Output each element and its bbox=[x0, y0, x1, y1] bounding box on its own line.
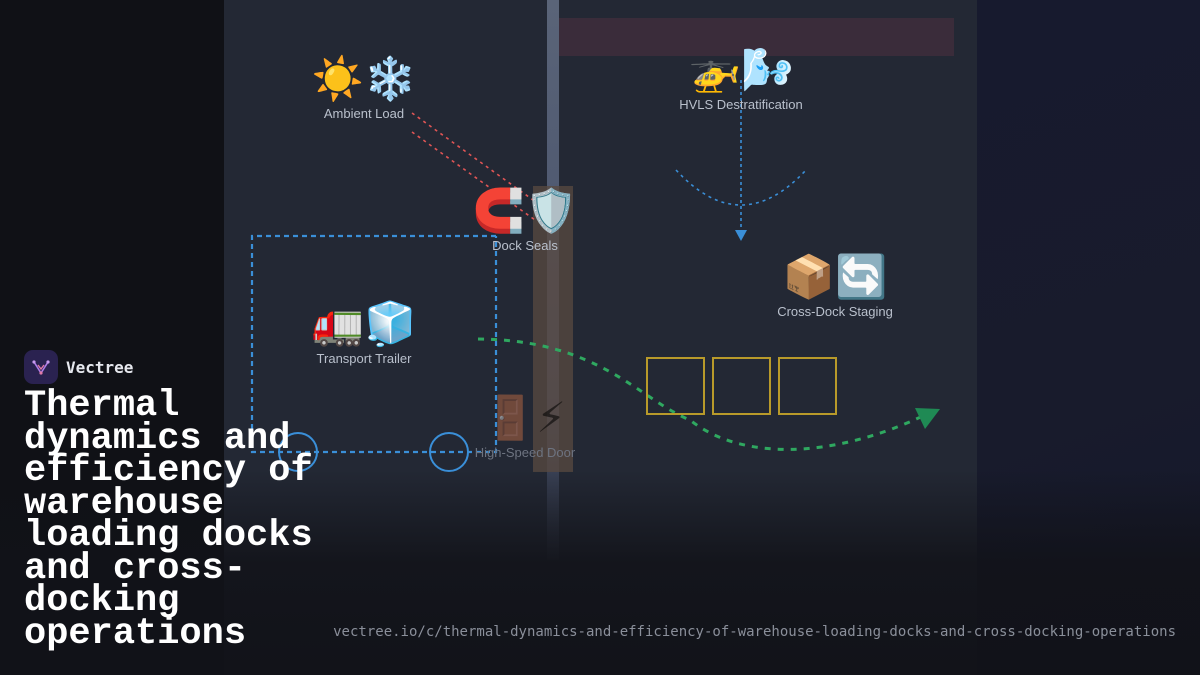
node-label: Cross-Dock Staging bbox=[777, 304, 893, 319]
page-title: Thermal dynamics and efficiency of wareh… bbox=[24, 385, 313, 655]
node-high-speed-door: 🚪⚡ High-Speed Door bbox=[475, 393, 575, 460]
dock-door-strip bbox=[533, 186, 573, 472]
door-lightning-icon: 🚪⚡ bbox=[484, 393, 566, 442]
node-label: HVLS Destratification bbox=[679, 97, 803, 112]
node-hvls: 🚁🌬️ HVLS Destratification bbox=[679, 45, 803, 112]
helicopter-wind-icon: 🚁🌬️ bbox=[688, 45, 794, 94]
staging-bay-1 bbox=[646, 357, 705, 415]
hvls-airflow-curve bbox=[675, 169, 807, 206]
staging-bay-3 bbox=[778, 357, 837, 415]
ceiling-band bbox=[559, 18, 954, 56]
node-transport-trailer: 🚛🧊 Transport Trailer bbox=[312, 299, 417, 366]
brand: Vectree bbox=[24, 350, 133, 384]
goods-flow-arrowhead bbox=[915, 408, 940, 429]
node-label: High-Speed Door bbox=[474, 445, 576, 460]
node-label: Ambient Load bbox=[323, 106, 405, 121]
brand-name: Vectree bbox=[66, 357, 134, 377]
logo-mark-icon bbox=[32, 360, 50, 375]
trailer-airflow-loop bbox=[250, 234, 498, 454]
bottom-gradient bbox=[0, 470, 1200, 675]
sun-snowflake-icon: ☀️❄️ bbox=[311, 54, 417, 103]
staging-bay-2 bbox=[712, 357, 771, 415]
node-label: Dock Seals bbox=[492, 238, 558, 253]
vectree-logo-icon bbox=[24, 350, 58, 384]
node-cross-dock: 📦🔄 Cross-Dock Staging bbox=[777, 252, 893, 319]
node-ambient-load: ☀️❄️ Ambient Load bbox=[312, 54, 417, 121]
magnet-shield-icon: 🧲🛡️ bbox=[472, 186, 578, 235]
package-cycle-icon: 📦🔄 bbox=[782, 252, 888, 301]
hvls-arrowhead bbox=[735, 230, 747, 241]
node-label: Transport Trailer bbox=[316, 351, 412, 366]
heat-flow-line-lower bbox=[411, 131, 536, 221]
page-url[interactable]: vectree.io/c/thermal-dynamics-and-effici… bbox=[333, 624, 1176, 640]
heat-flow-line-upper bbox=[411, 112, 541, 206]
truck-ice-icon: 🚛🧊 bbox=[311, 299, 417, 348]
node-dock-seals: 🧲🛡️ Dock Seals bbox=[473, 186, 578, 253]
